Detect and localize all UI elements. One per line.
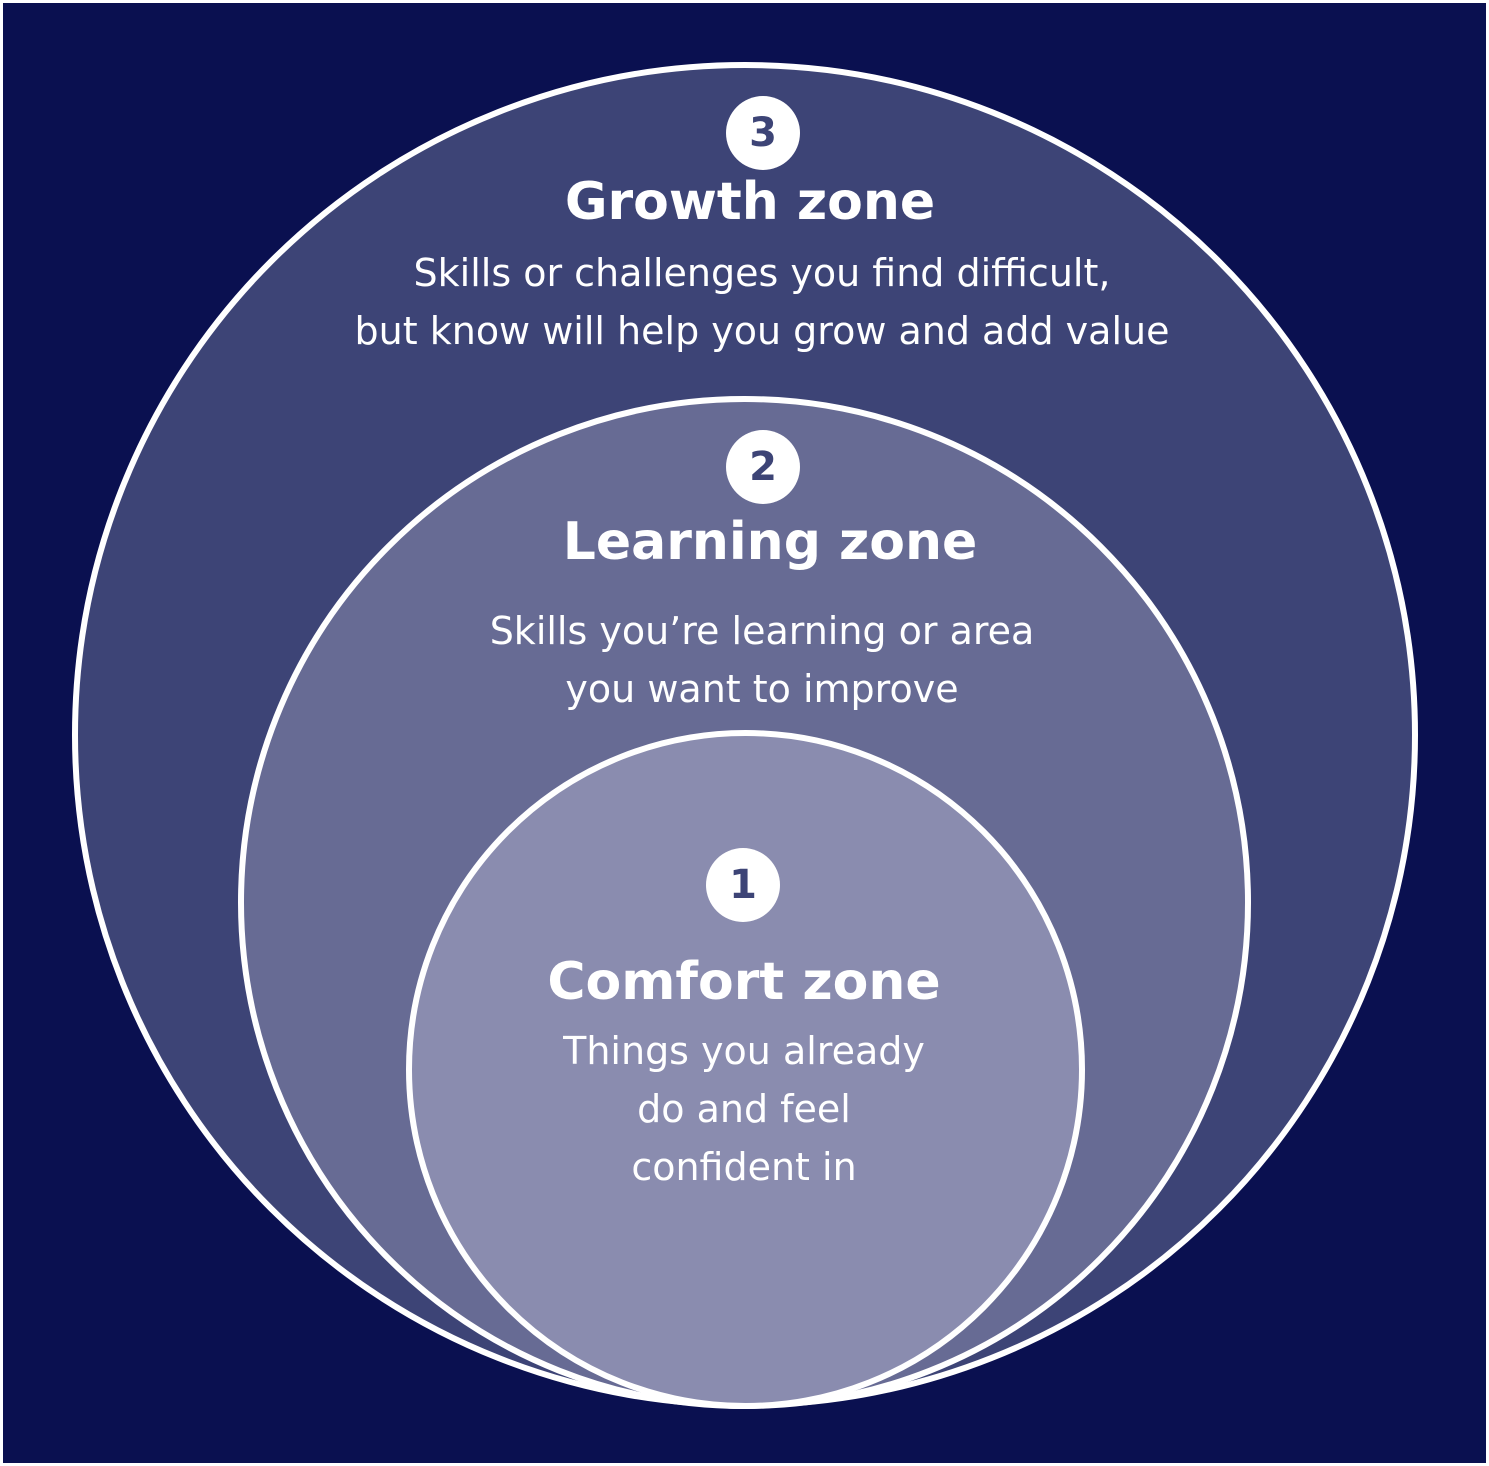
comfort-zone-description: Things you already do and feel confident… xyxy=(563,1022,925,1196)
comfort-zone-number-badge: 1 xyxy=(706,848,780,922)
comfort-zone-line-2: do and feel xyxy=(637,1087,851,1131)
learning-zone-description: Skills you’re learning or area you want … xyxy=(490,602,1035,718)
comfort-zone-title: Comfort zone xyxy=(547,952,941,1012)
growth-zone-number: 3 xyxy=(749,110,777,156)
learning-zone-title: Learning zone xyxy=(562,512,978,572)
comfort-zone-circle xyxy=(406,730,1085,1409)
learning-zone-line-1: Skills you’re learning or area xyxy=(489,609,1035,653)
growth-zone-description: Skills or challenges you find difficult,… xyxy=(355,244,1170,360)
growth-zone-number-badge: 3 xyxy=(726,96,800,170)
comfort-zone-line-1: Things you already xyxy=(563,1029,925,1073)
learning-zone-number-badge: 2 xyxy=(726,430,800,504)
comfort-zone-number: 1 xyxy=(729,862,757,908)
growth-zone-line-2: but know will help you grow and add valu… xyxy=(354,309,1170,353)
growth-zone-title: Growth zone xyxy=(564,172,936,232)
comfort-zone-line-3: confident in xyxy=(631,1145,857,1189)
growth-zone-line-1: Skills or challenges you find difficult, xyxy=(413,251,1111,295)
learning-zone-line-2: you want to improve xyxy=(565,667,959,711)
learning-zone-number: 2 xyxy=(749,444,777,490)
